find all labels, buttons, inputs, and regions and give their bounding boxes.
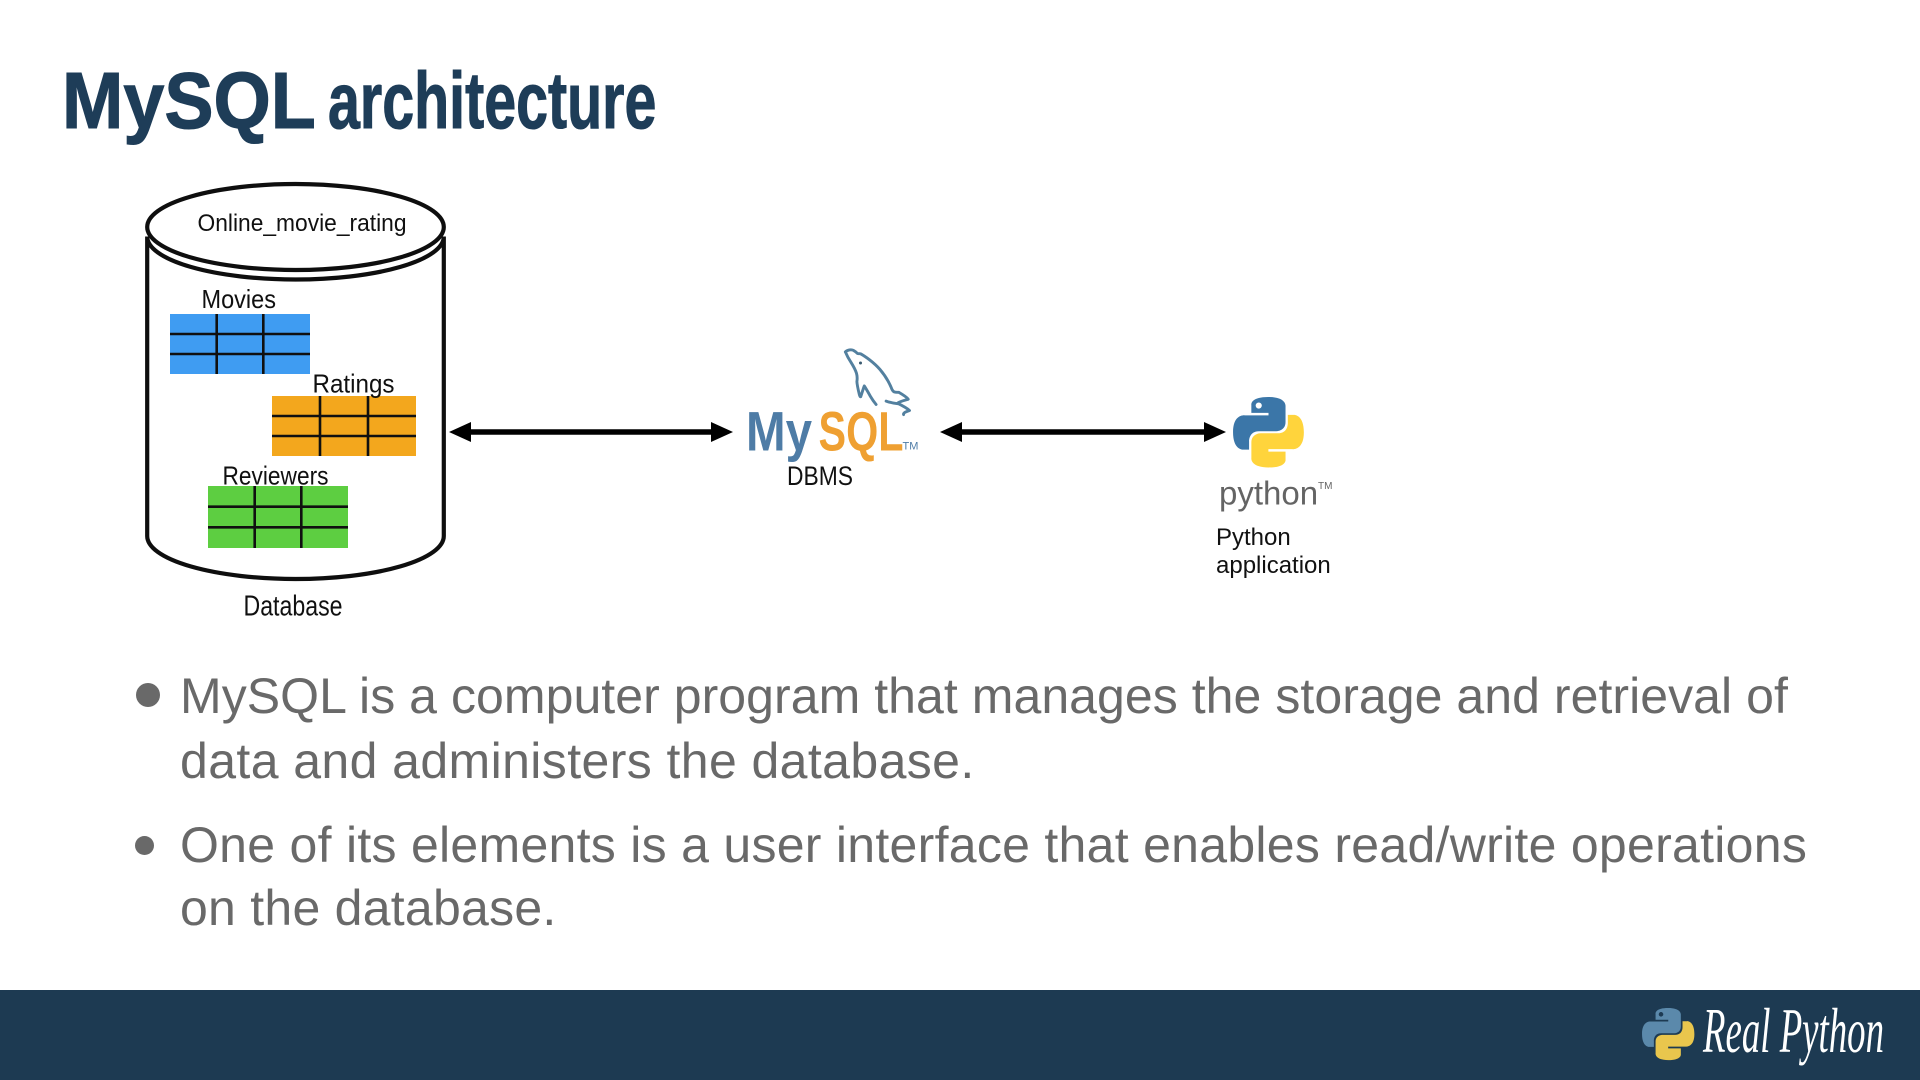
svg-text:Ratings: Ratings (313, 368, 395, 398)
svg-text:Reviewers: Reviewers (223, 461, 329, 491)
svg-text:DBMS: DBMS (787, 461, 853, 491)
svg-text:Database: Database (244, 591, 343, 623)
svg-text:python: python (1219, 475, 1318, 512)
svg-text:Python: Python (1216, 524, 1291, 551)
svg-text:SQL: SQL (819, 400, 904, 463)
svg-text:My: My (746, 400, 812, 463)
svg-text:TM: TM (903, 441, 919, 453)
svg-text:Real Python: Real Python (1702, 1000, 1884, 1066)
svg-text:application: application (1216, 552, 1331, 579)
svg-text:Movies: Movies (202, 284, 277, 314)
svg-text:TM: TM (1318, 481, 1332, 492)
svg-text:Online_movie_rating: Online_movie_rating (198, 210, 407, 237)
